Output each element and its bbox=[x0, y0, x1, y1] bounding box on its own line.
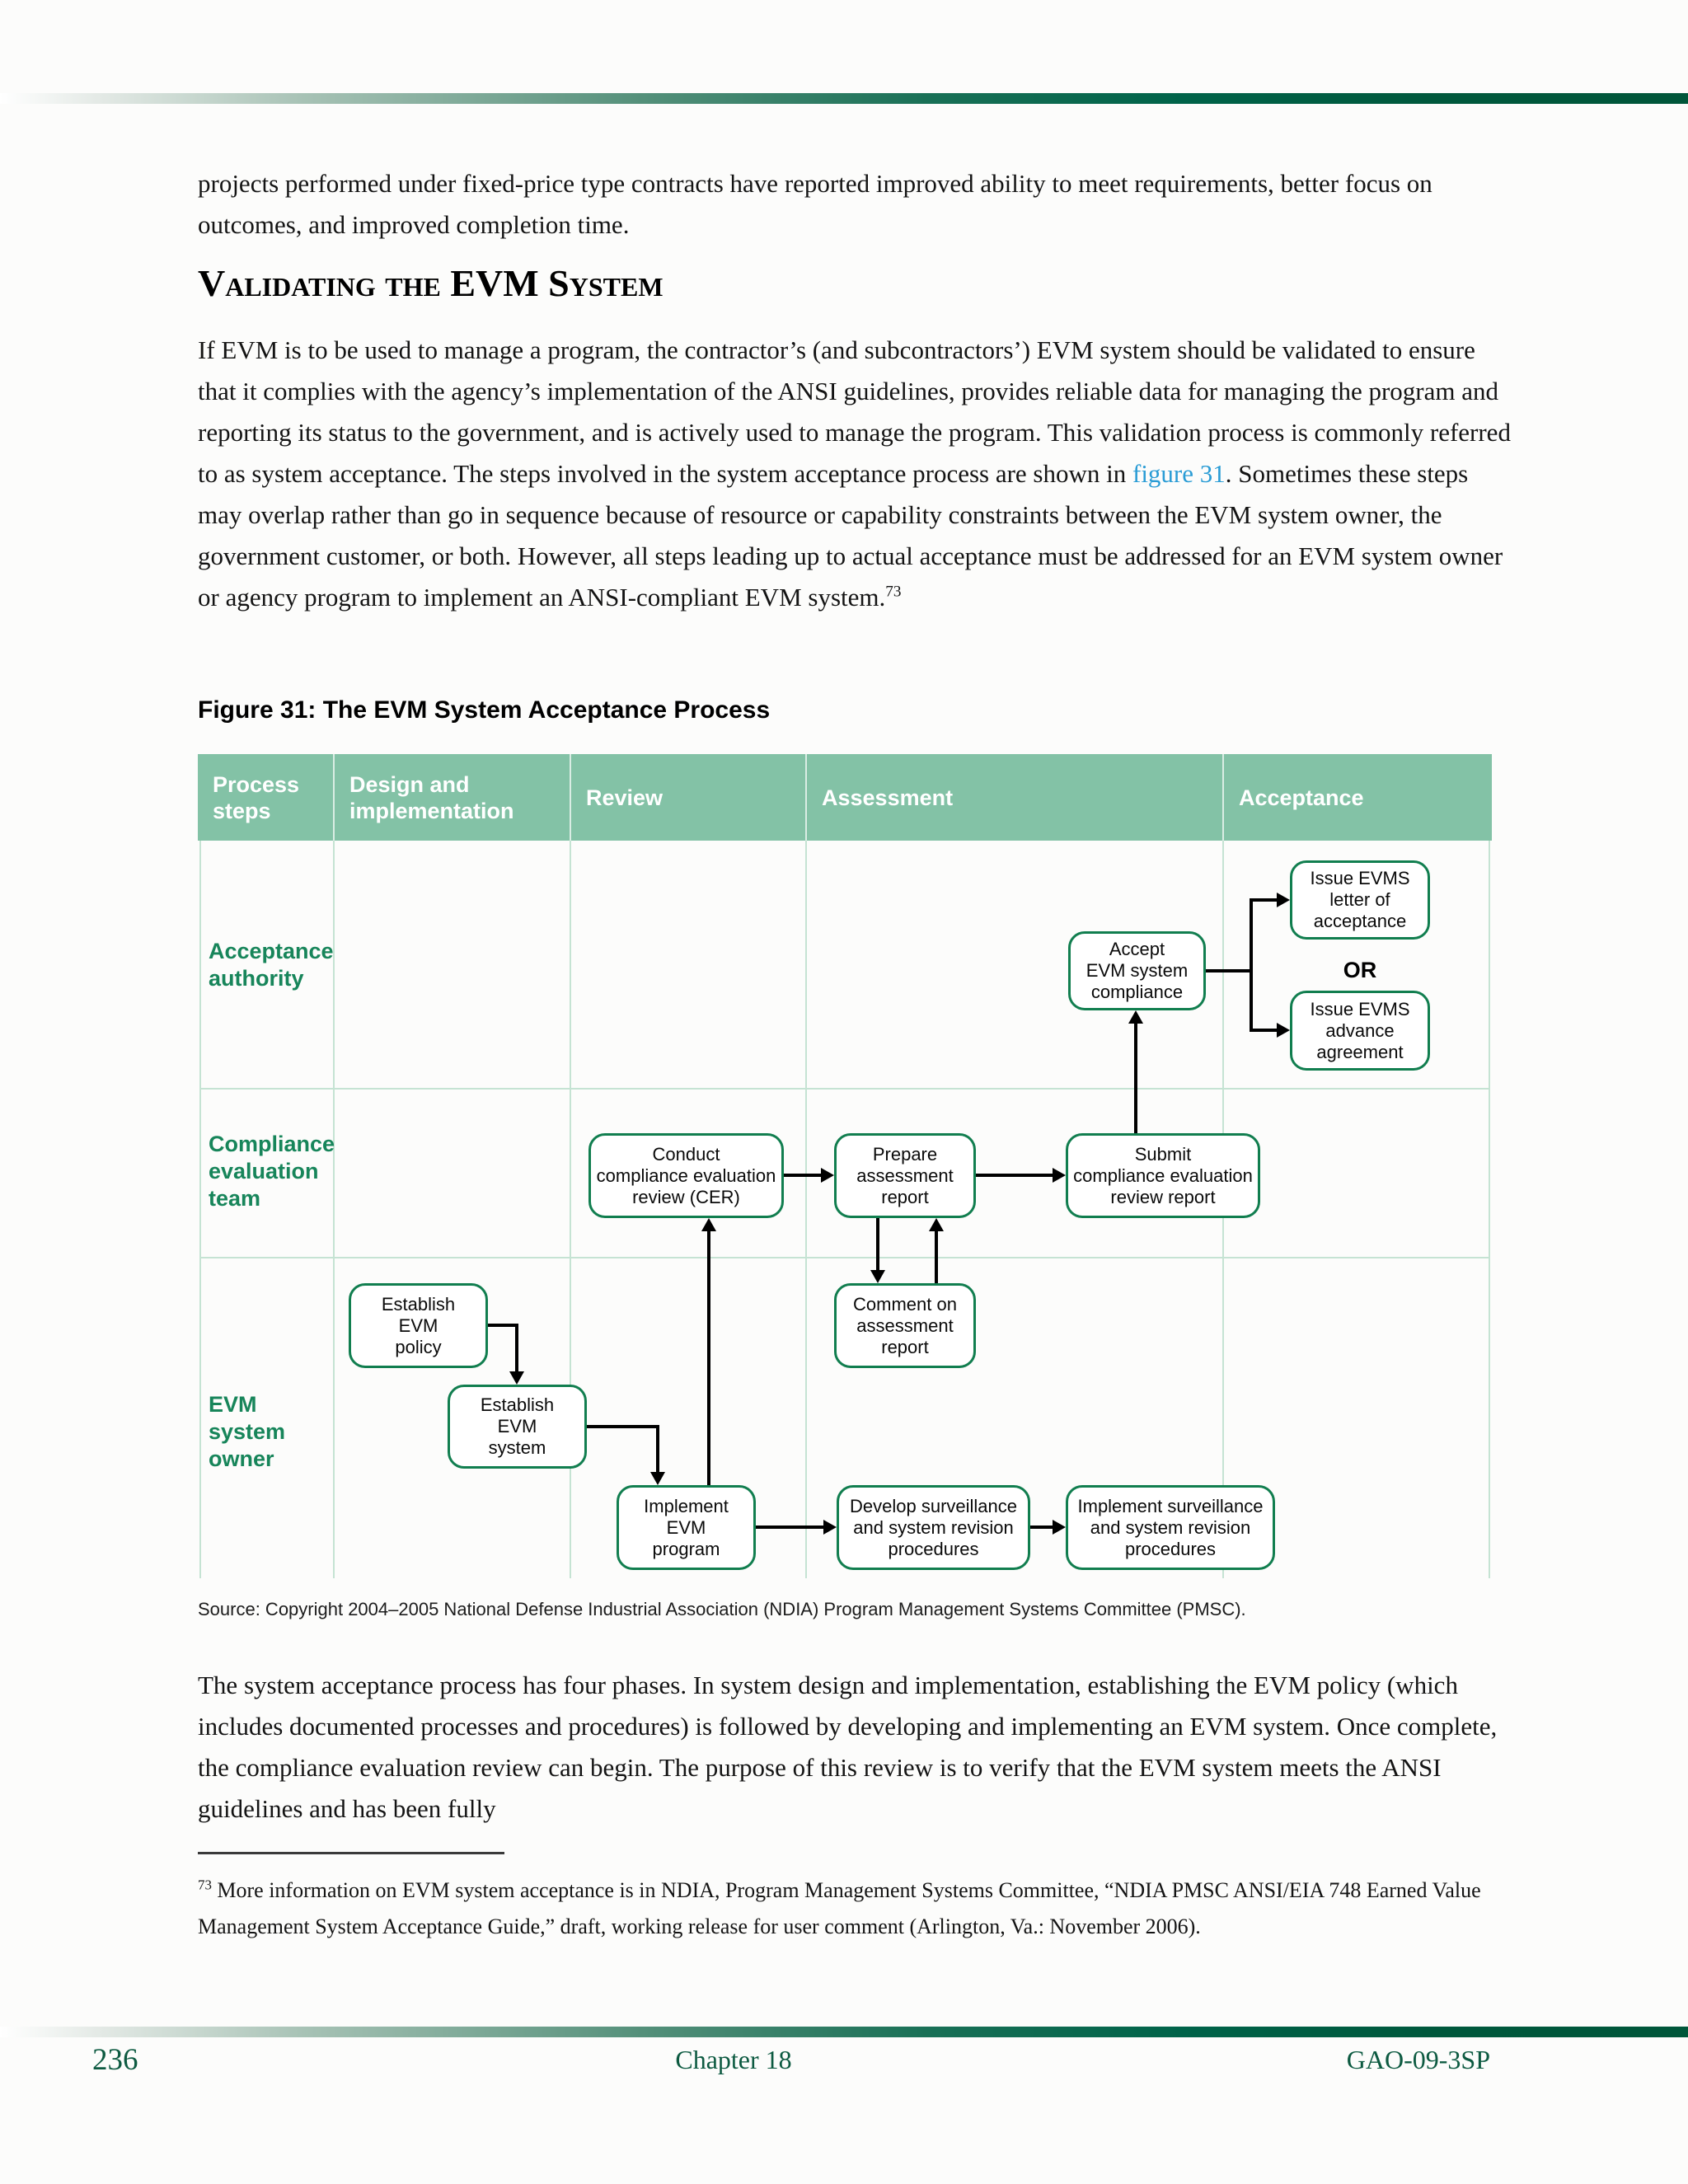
arrowhead-right-icon bbox=[821, 1168, 834, 1183]
footnote-divider bbox=[198, 1852, 504, 1854]
arrowhead-up-icon bbox=[929, 1218, 944, 1231]
arrow-prepare-to-comment bbox=[876, 1218, 879, 1270]
grid-line bbox=[1489, 841, 1490, 1578]
bottom-divider-bar bbox=[0, 2027, 1688, 2037]
figure-body: Acceptance authority Compliance evaluati… bbox=[198, 841, 1492, 1578]
header-acceptance: Acceptance bbox=[1222, 754, 1492, 841]
arrowhead-up-icon bbox=[701, 1218, 716, 1231]
arrowhead-right-icon bbox=[823, 1520, 837, 1535]
intro-paragraph: projects performed under fixed-price typ… bbox=[198, 169, 1432, 239]
node-comment-assessment-report: Comment on assessment report bbox=[834, 1283, 976, 1368]
paragraph-text: . Sometimes these steps may overlap rath… bbox=[198, 459, 1503, 612]
paragraph-text: If EVM is to be used to manage a program… bbox=[198, 335, 1511, 488]
node-accept-evm-compliance: Accept EVM system compliance bbox=[1068, 931, 1206, 1010]
arrowhead-right-icon bbox=[1277, 893, 1290, 907]
arrow-system-to-program bbox=[587, 1425, 659, 1428]
arrow-prepare-to-submit bbox=[976, 1174, 1053, 1177]
arrowhead-down-icon bbox=[870, 1270, 885, 1283]
figure-header-row: Process steps Design and implementation … bbox=[198, 754, 1492, 841]
footnote-number: 73 bbox=[198, 1877, 212, 1893]
figure-31-diagram: Process steps Design and implementation … bbox=[198, 754, 1492, 1578]
node-establish-evm-system: Establish EVM system bbox=[448, 1385, 587, 1469]
arrowhead-down-icon bbox=[509, 1371, 524, 1385]
node-establish-evm-policy: Establish EVM policy bbox=[349, 1283, 488, 1368]
header-design-implementation: Design and implementation bbox=[333, 754, 570, 841]
node-prepare-assessment-report: Prepare assessment report bbox=[834, 1133, 976, 1218]
page-footer: 236 Chapter 18 GAO-09-3SP bbox=[0, 2042, 1688, 2092]
arrow-policy-to-system bbox=[488, 1324, 518, 1327]
closing-paragraph: The system acceptance process has four p… bbox=[198, 1671, 1498, 1823]
figure-source: Source: Copyright 2004–2005 National Def… bbox=[198, 1599, 1246, 1619]
footer-report-id: GAO-09-3SP bbox=[1346, 2045, 1490, 2074]
row-label-acceptance-authority: Acceptance authority bbox=[209, 939, 334, 991]
node-implement-evm-program: Implement EVM program bbox=[617, 1485, 756, 1570]
row-label-compliance-evaluation-team: Compliance evaluation team bbox=[209, 1132, 335, 1211]
node-conduct-cer: Conduct compliance evaluation review (CE… bbox=[588, 1133, 784, 1218]
arrow-branch-to-letter bbox=[1250, 898, 1277, 902]
footnote-text: More information on EVM system acceptanc… bbox=[198, 1878, 1481, 1938]
arrow-cer-to-prepare bbox=[784, 1174, 821, 1177]
node-develop-surveillance: Develop surveillance and system revision… bbox=[837, 1485, 1030, 1570]
section-heading: Validating the EVM System bbox=[198, 262, 663, 304]
arrowhead-down-icon bbox=[650, 1472, 665, 1485]
arrow-system-to-program bbox=[656, 1425, 659, 1472]
arrowhead-right-icon bbox=[1053, 1520, 1066, 1535]
top-divider-bar bbox=[0, 93, 1688, 104]
arrowhead-right-icon bbox=[1277, 1023, 1290, 1038]
validation-paragraph: If EVM is to be used to manage a program… bbox=[198, 330, 1512, 618]
node-issue-evms-advance: Issue EVMS advance agreement bbox=[1290, 991, 1430, 1071]
row-label-evm-system-owner: EVM system owner bbox=[209, 1392, 286, 1471]
arrow-accept-branch bbox=[1206, 969, 1253, 972]
node-implement-surveillance: Implement surveillance and system revisi… bbox=[1066, 1485, 1275, 1570]
grid-line bbox=[570, 841, 571, 1578]
arrow-program-to-develop bbox=[756, 1526, 823, 1529]
arrow-program-to-cer bbox=[707, 1231, 710, 1485]
footer-chapter: Chapter 18 bbox=[675, 2045, 792, 2074]
arrowhead-up-icon bbox=[1128, 1010, 1143, 1024]
arrow-submit-to-accept bbox=[1134, 1024, 1137, 1133]
node-issue-evms-letter: Issue EVMS letter of acceptance bbox=[1290, 860, 1430, 940]
arrow-comment-to-prepare bbox=[935, 1231, 938, 1283]
arrow-policy-to-system bbox=[515, 1324, 518, 1373]
grid-line bbox=[333, 841, 335, 1578]
grid-line bbox=[805, 841, 807, 1578]
header-assessment: Assessment bbox=[805, 754, 1222, 841]
or-label: OR bbox=[1343, 958, 1377, 982]
grid-line bbox=[199, 841, 201, 1578]
header-review: Review bbox=[570, 754, 805, 841]
arrow-branch-to-advance bbox=[1250, 1029, 1277, 1032]
arrow-accept-branch bbox=[1250, 898, 1253, 1032]
arrow-develop-to-implement bbox=[1030, 1526, 1053, 1529]
figure-31-link[interactable]: figure 31 bbox=[1132, 459, 1226, 488]
figure-title: Figure 31: The EVM System Acceptance Pro… bbox=[198, 696, 771, 724]
grid-line bbox=[199, 1088, 1490, 1090]
page-number: 236 bbox=[92, 2043, 138, 2077]
footnote-reference[interactable]: 73 bbox=[885, 583, 902, 601]
footnote: 73 More information on EVM system accept… bbox=[198, 1872, 1492, 1945]
node-submit-cer-report: Submit compliance evaluation review repo… bbox=[1066, 1133, 1260, 1218]
grid-line bbox=[199, 1257, 1490, 1258]
arrowhead-right-icon bbox=[1053, 1168, 1066, 1183]
header-process-steps: Process steps bbox=[213, 771, 300, 823]
